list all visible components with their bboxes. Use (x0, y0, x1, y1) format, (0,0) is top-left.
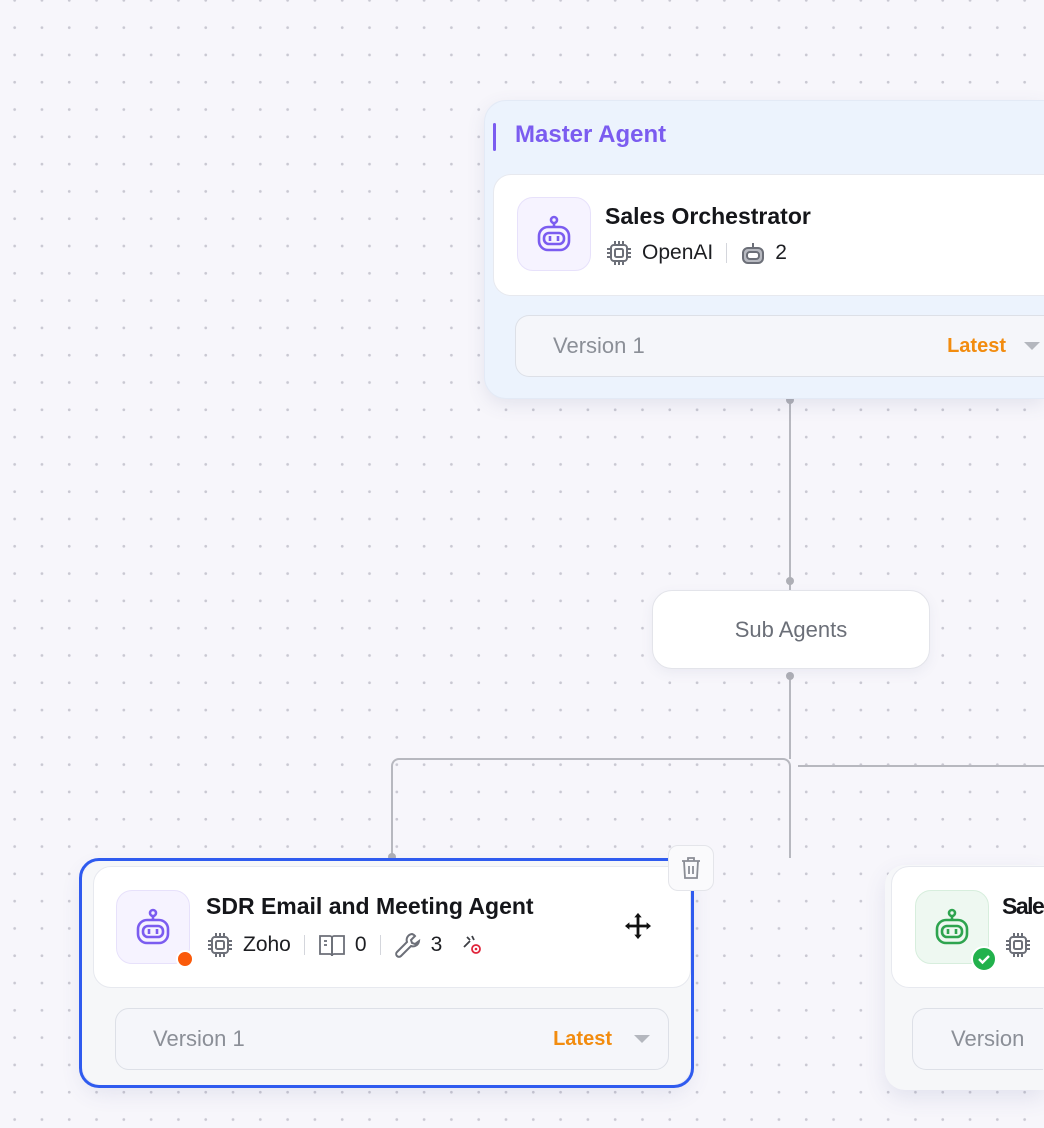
divider (303, 935, 305, 955)
sub-agent-card[interactable]: Sale (891, 866, 1044, 988)
connector-handle (786, 672, 794, 680)
version-select[interactable]: Version (912, 1008, 1043, 1070)
connector-handle (786, 396, 794, 404)
agent-avatar (116, 890, 190, 964)
chip-icon (208, 933, 232, 957)
version-select[interactable]: Version 1 Latest (515, 315, 1044, 377)
master-agent-group: Master Agent Sales Orchestrator OpenAI 2… (484, 100, 1044, 399)
tools-count: 3 (430, 933, 443, 956)
status-dot-orange (176, 950, 194, 968)
sub-agent-count: 2 (775, 241, 787, 264)
connector-branch-right (798, 765, 1044, 767)
agent-model: OpenAI (642, 241, 714, 264)
agent-meta: OpenAI 2 (605, 239, 787, 267)
connector-master-to-subagents (789, 400, 791, 590)
robot-icon (136, 908, 170, 945)
version-label: Version (951, 1026, 1025, 1051)
divider (726, 243, 728, 263)
master-agent-label: Master Agent (515, 121, 667, 148)
verified-check-icon (971, 946, 997, 972)
chip-icon (607, 241, 631, 265)
latest-badge: Latest (947, 334, 1006, 357)
connector-branch-left (391, 758, 791, 858)
agent-avatar (517, 197, 591, 271)
knowledge-count: 0 (354, 933, 367, 956)
connector-handle (388, 853, 396, 861)
version-select[interactable]: Version 1 Latest (115, 1008, 669, 1070)
sub-agents-node[interactable]: Sub Agents (652, 590, 930, 669)
sub-agent-card[interactable]: SDR Email and Meeting Agent Zoho 0 3 (93, 866, 691, 988)
book-icon (318, 935, 345, 957)
master-agent-card[interactable]: Sales Orchestrator OpenAI 2 (493, 174, 1044, 296)
chevron-down-icon (634, 1035, 650, 1043)
disconnected-plug-icon (463, 935, 482, 954)
latest-badge: Latest (553, 1027, 612, 1050)
chevron-down-icon (1024, 342, 1040, 350)
trash-icon (682, 857, 700, 879)
agent-name: SDR Email and Meeting Agent (206, 893, 534, 919)
move-icon[interactable] (623, 911, 653, 941)
version-label: Version 1 (153, 1026, 245, 1051)
selection-outline (79, 858, 694, 1088)
delete-button[interactable] (668, 845, 714, 891)
section-accent-bar (493, 123, 496, 151)
agent-model: Zoho (243, 933, 291, 956)
agent-meta: Zoho 0 3 (206, 931, 485, 959)
connector-handle (786, 577, 794, 585)
robot-icon (537, 215, 571, 252)
divider (379, 935, 381, 955)
agent-name: Sales Orchestrator (605, 203, 811, 229)
robot-icon (742, 243, 765, 264)
wrench-icon (394, 932, 420, 958)
agent-name: Sale (1002, 893, 1044, 919)
robot-icon (935, 908, 969, 945)
connector-subagents-down (789, 677, 791, 759)
chip-icon (1006, 933, 1030, 957)
version-label: Version 1 (553, 333, 645, 358)
